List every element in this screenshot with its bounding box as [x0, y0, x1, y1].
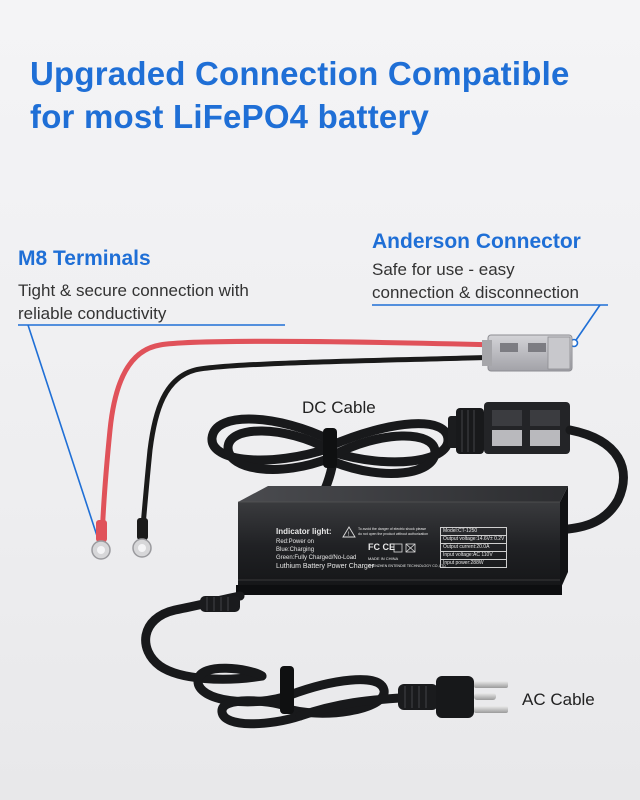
charger-indicator-title: Indicator light:	[276, 527, 332, 536]
charger-indicator-line-red: Red:Power on	[276, 539, 315, 545]
dc-cable-label: DC Cable	[302, 398, 376, 417]
charger-indicator-line-green: Green:Fully Charged/No-Load	[276, 555, 357, 561]
m8-callout-desc-1: Tight & secure connection with	[18, 281, 249, 300]
black-ring-terminal	[132, 518, 152, 558]
warning-triangle-icon	[342, 526, 356, 538]
charger-warning-text: To avoid the danger of electric shock pl…	[358, 527, 429, 536]
charger-made-in: MADE IN CHINA	[368, 556, 399, 561]
ac-cable-velcro-strap	[280, 666, 294, 714]
anderson-callout-desc-2: connection & disconnection	[372, 283, 579, 302]
red-ring-terminal	[91, 520, 111, 560]
spec-input-power: Input power:288W	[439, 559, 508, 568]
dc-output-cable	[555, 425, 628, 535]
m8-callout-desc-2: reliable conductivity	[18, 304, 167, 323]
spec-input-voltage: Input voltage:AC 110V	[439, 551, 508, 560]
spec-output-current: Output current:20.0A	[439, 543, 508, 552]
ac-cable	[141, 591, 405, 729]
black-wire	[139, 354, 503, 541]
headline: Upgraded Connection Compatible for most …	[30, 52, 630, 138]
warning-exclaim-glyph: !	[348, 532, 350, 538]
ac-strain-relief	[200, 596, 240, 612]
charger-product-name: Luthium Battery Power Charger	[276, 563, 375, 570]
m8-callout-title: M8 Terminals	[18, 247, 151, 270]
red-wire	[99, 338, 503, 543]
dc-cable-velcro-strap	[323, 428, 337, 468]
ac-cable-label: AC Cable	[522, 690, 595, 709]
anderson-leader-line	[573, 304, 601, 344]
spec-model: Model:CT-1250	[439, 527, 508, 536]
ac-plug	[398, 676, 508, 718]
charger-indicator-line-blue: Blue:Charging	[276, 547, 315, 553]
charger-cert-logos: FC CE	[368, 542, 395, 552]
weee-bin-icon	[405, 543, 416, 553]
indoor-use-icon	[393, 543, 403, 553]
anderson-callout-title: Anderson Connector	[372, 230, 581, 253]
spec-output-voltage: Output voltage:14.6V± 0.2V	[439, 535, 508, 544]
anderson-callout-desc-1: Safe for use - easy	[372, 260, 515, 279]
charger-manufacturer: SHENZHEN ENTENDIE TECHNOLOGY CO.,LTD	[368, 564, 446, 568]
anderson-connector-dc	[448, 402, 570, 454]
m8-leader-line	[27, 324, 101, 546]
headline-line-1: Upgraded Connection Compatible	[30, 55, 570, 92]
anderson-connector-top	[482, 334, 573, 372]
charger-spec-table: Model:CT-1250 Output voltage:14.6V± 0.2V…	[439, 527, 508, 568]
headline-line-2: for most LiFePO4 battery	[30, 98, 430, 135]
